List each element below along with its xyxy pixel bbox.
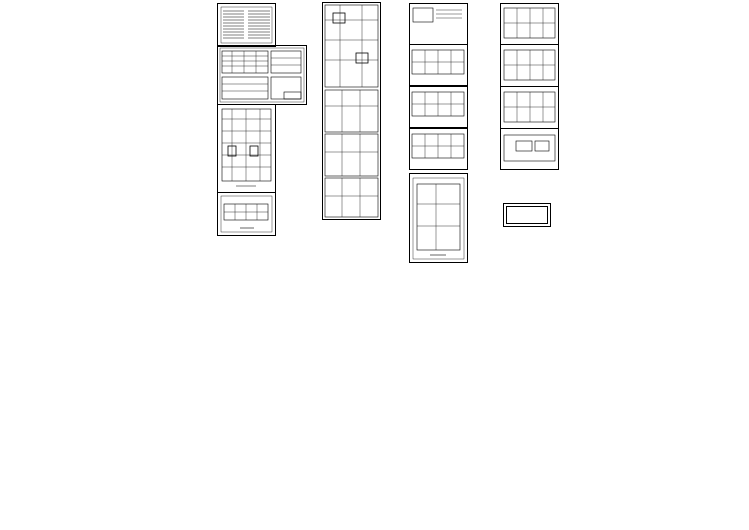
title-block-inner-border	[506, 206, 548, 224]
sheet-section	[217, 192, 276, 236]
title-block-label	[503, 203, 551, 227]
sheet-column-3	[409, 3, 468, 263]
sheet-column-2	[322, 2, 381, 220]
sheet-foundation-plan	[217, 104, 276, 193]
sheet-schedules	[217, 45, 307, 105]
sheet-design-notes	[217, 3, 276, 47]
sheet-column-4	[500, 3, 559, 170]
